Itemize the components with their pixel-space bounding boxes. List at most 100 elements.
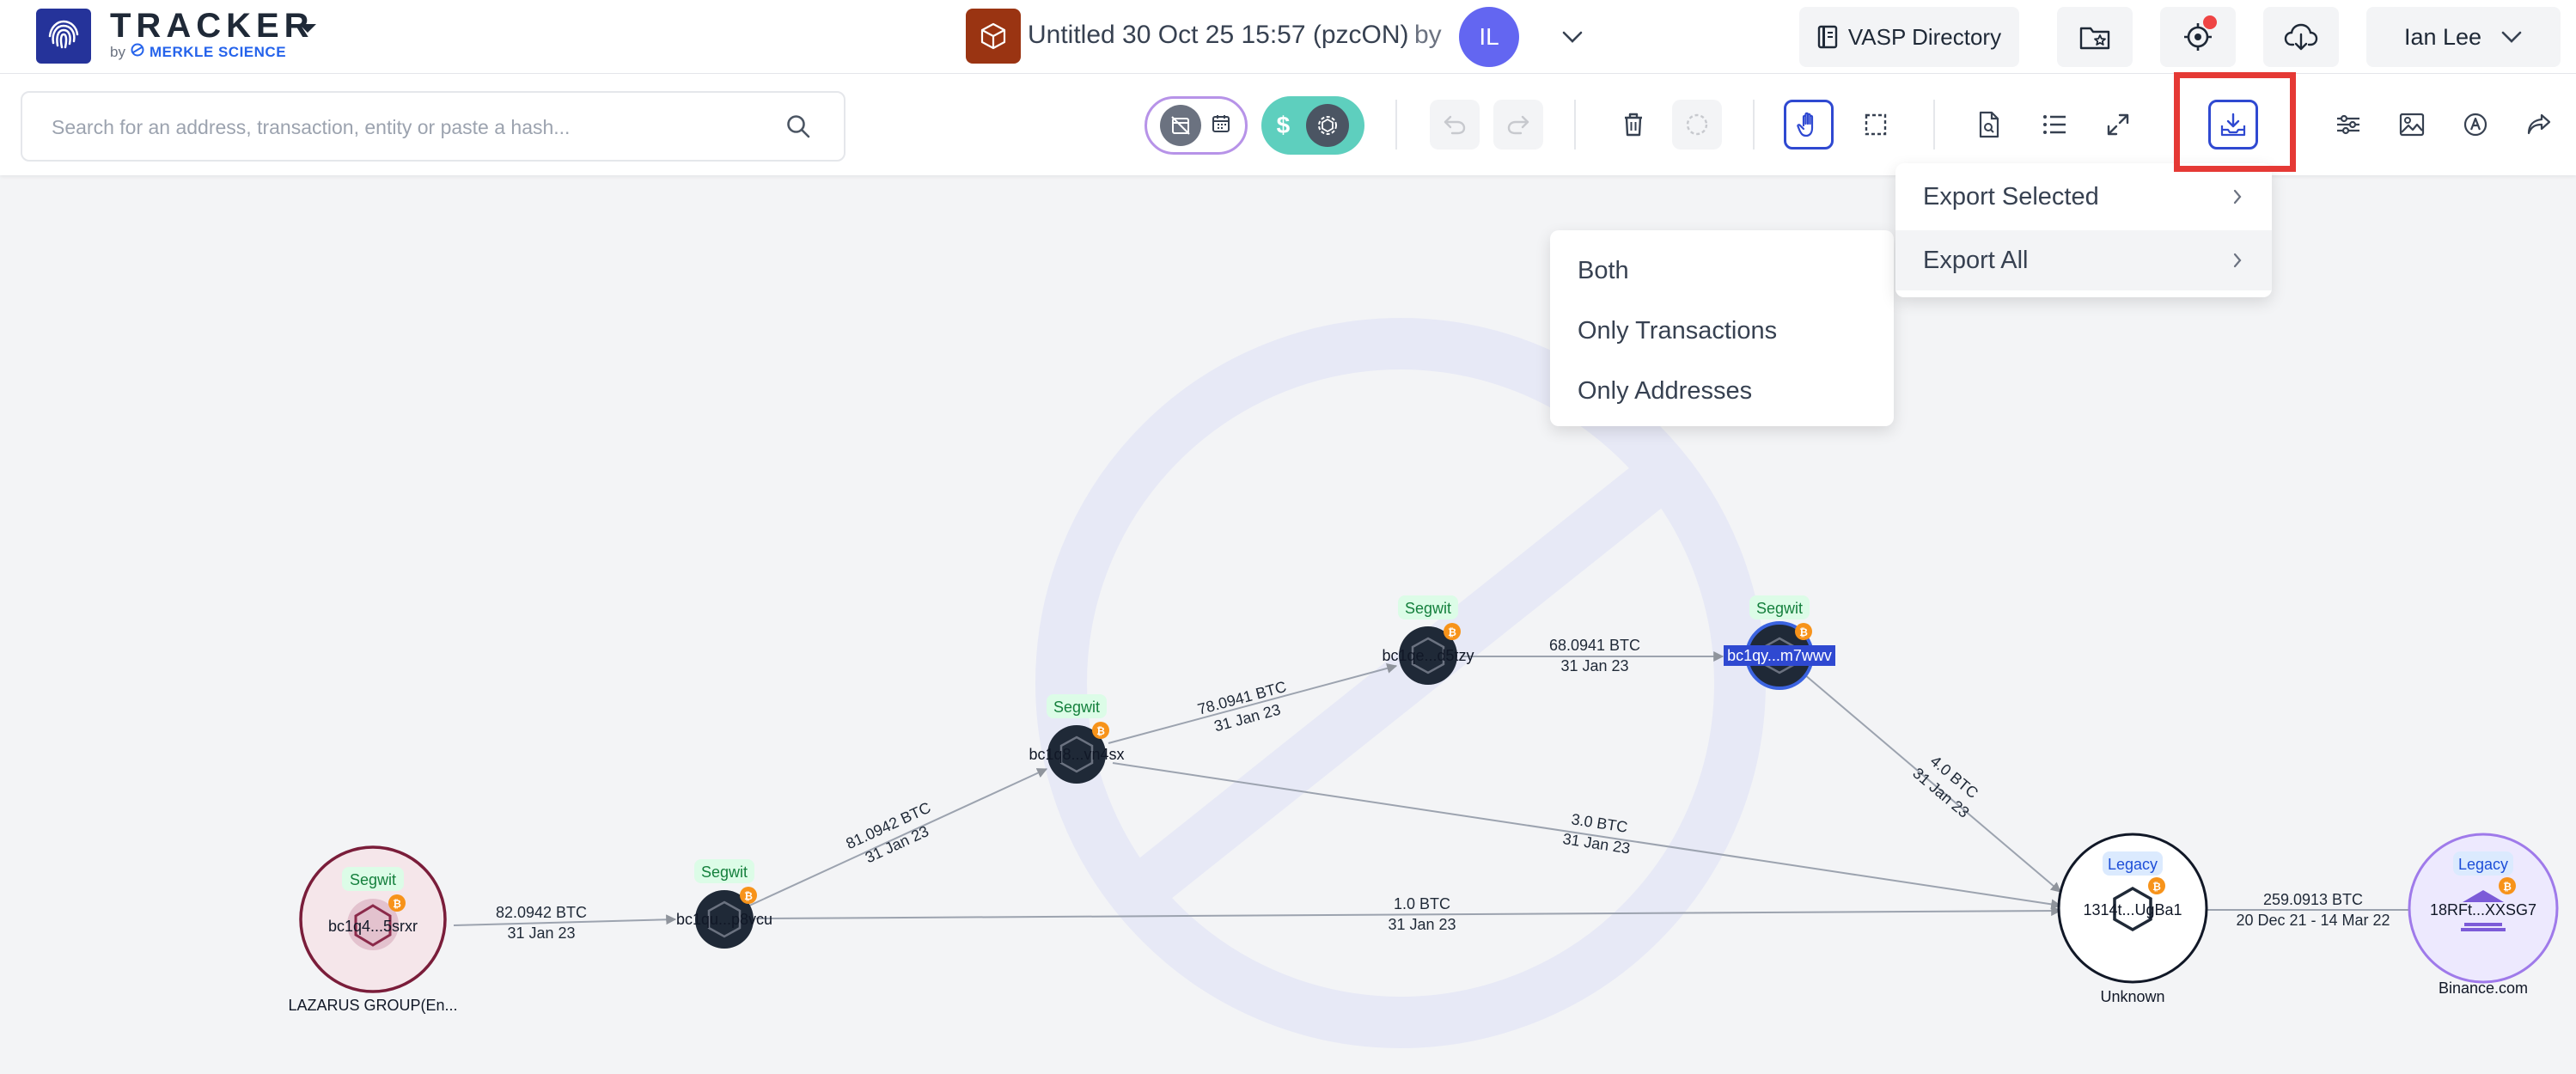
export-selected-option[interactable]: Export Selected bbox=[1895, 167, 2272, 227]
undo-button[interactable] bbox=[1430, 100, 1480, 150]
edge-n2-n3[interactable]: 81.0942 BTC 31 Jan 23 bbox=[747, 768, 1048, 907]
graph-canvas[interactable]: 82.0942 BTC 31 Jan 23 81.0942 BTC 31 Jan… bbox=[0, 175, 2576, 1074]
brand-dropdown-caret-icon[interactable] bbox=[297, 22, 318, 39]
delete-button[interactable] bbox=[1608, 100, 1658, 150]
graph-node-n7[interactable]: Legacy ₿ 18RFt...XXSG7 Binance.com bbox=[2408, 833, 2559, 997]
select-mode-button[interactable] bbox=[1851, 100, 1901, 150]
segwit-badge bbox=[1047, 694, 1107, 718]
fullscreen-button[interactable] bbox=[2093, 100, 2143, 150]
bitcoin-icon bbox=[388, 894, 406, 912]
user-name: Ian Lee bbox=[2403, 23, 2482, 50]
bitcoin-icon bbox=[2148, 877, 2165, 894]
pan-mode-button[interactable] bbox=[1784, 100, 1834, 150]
chevron-down-icon bbox=[1562, 31, 1583, 43]
chevron-down-icon bbox=[2501, 31, 2522, 43]
menu-item-label: Only Transactions bbox=[1578, 316, 1778, 345]
trash-icon bbox=[1625, 113, 1642, 137]
edge-date: 20 Dec 21 - 14 Mar 22 bbox=[2236, 912, 2390, 929]
svg-text:₿: ₿ bbox=[1799, 626, 1808, 638]
lasso-button[interactable] bbox=[1672, 100, 1722, 150]
folder-star-icon bbox=[2079, 27, 2110, 50]
calendar-off-icon bbox=[1160, 105, 1201, 146]
segwit-badge bbox=[1749, 595, 1810, 619]
graph-node-lazarus[interactable]: Segwit ₿ bc1q4...5srxr LAZARUS GROUP(En.… bbox=[288, 845, 458, 1014]
target-alert-icon bbox=[2184, 23, 2212, 51]
cloud-download-button[interactable] bbox=[2263, 7, 2339, 67]
export-both-option[interactable]: Both bbox=[1550, 242, 1894, 299]
search-icon[interactable] bbox=[785, 113, 811, 143]
brand-title: TRACKER bbox=[110, 7, 314, 45]
edge-amount: 1.0 BTC bbox=[1394, 895, 1450, 912]
menu-item-label: Export All bbox=[1923, 246, 2029, 274]
list-view-button[interactable] bbox=[2030, 100, 2079, 150]
svg-text:₿: ₿ bbox=[2152, 881, 2161, 893]
annotate-button[interactable] bbox=[2451, 100, 2500, 150]
export-only-transactions-option[interactable]: Only Transactions bbox=[1550, 302, 1894, 359]
case-by-text: by bbox=[1414, 21, 1442, 49]
image-export-button[interactable] bbox=[2387, 100, 2437, 150]
book-icon bbox=[1817, 25, 1838, 49]
export-button[interactable] bbox=[2208, 100, 2258, 150]
vasp-directory-button[interactable]: VASP Directory bbox=[1799, 7, 2019, 67]
node-tag: Legacy bbox=[2108, 856, 2158, 873]
node-tag: Segwit bbox=[701, 863, 748, 881]
menu-item-label: Both bbox=[1578, 256, 1629, 284]
search-input[interactable] bbox=[52, 112, 773, 143]
node-entity: Unknown bbox=[2100, 988, 2164, 1005]
report-button[interactable] bbox=[1964, 100, 2014, 150]
settings-sliders-button[interactable] bbox=[2323, 100, 2373, 150]
case-cube-icon[interactable] bbox=[966, 9, 1021, 64]
share-button[interactable] bbox=[2514, 100, 2564, 150]
chevron-right-icon bbox=[2233, 189, 2242, 204]
bitcoin-icon bbox=[740, 887, 757, 904]
redo-button[interactable] bbox=[1493, 100, 1543, 150]
graph-node-n5[interactable]: Segwit ₿ bc1qy...m7wwv bbox=[1724, 595, 1835, 690]
list-icon bbox=[2043, 115, 2066, 134]
alerts-button[interactable] bbox=[2160, 7, 2236, 67]
svg-text:₿: ₿ bbox=[1096, 725, 1105, 737]
collaborators-dropdown-button[interactable] bbox=[1535, 7, 1610, 67]
segwit-badge bbox=[1398, 595, 1458, 619]
edge-amount: 68.0941 BTC bbox=[1549, 637, 1640, 654]
merkle-watermark-icon bbox=[1035, 318, 1766, 1048]
undo-icon bbox=[1444, 115, 1466, 135]
graph-node-n3[interactable]: Segwit ₿ bc1q8...vn4sx bbox=[1029, 694, 1125, 784]
edge-n6-n7[interactable]: 259.0913 BTC 20 Dec 21 - 14 Mar 22 bbox=[2207, 891, 2432, 929]
toolbar-divider bbox=[1933, 100, 1935, 150]
graph-node-n4[interactable]: Segwit ₿ bc1qe...d5tzy bbox=[1382, 595, 1474, 685]
vasp-directory-label: VASP Directory bbox=[1847, 23, 2002, 50]
dashed-square-icon bbox=[1865, 113, 1887, 136]
brand-by-text: by bbox=[110, 43, 125, 60]
graph-node-n6[interactable]: Legacy ₿ 1314t...UgBa1 Unknown bbox=[2057, 833, 2208, 1005]
svg-text:₿: ₿ bbox=[2503, 881, 2512, 893]
token-gear-icon bbox=[1306, 104, 1350, 147]
case-title[interactable]: Untitled 30 Oct 25 15:57 (pzcON) bbox=[1028, 21, 1409, 49]
menu-item-label: Only Addresses bbox=[1578, 376, 1753, 405]
export-only-addresses-option[interactable]: Only Addresses bbox=[1550, 363, 1894, 419]
edge-lazarus-n2[interactable]: 82.0942 BTC 31 Jan 23 bbox=[453, 904, 677, 942]
merkle-logo-icon bbox=[131, 43, 144, 61]
pen-circle-icon bbox=[2463, 113, 2487, 137]
svg-text:₿: ₿ bbox=[393, 898, 401, 910]
toolbar-divider bbox=[1753, 100, 1755, 150]
edge-amount: 259.0913 BTC bbox=[2263, 891, 2363, 908]
date-filter-toggle[interactable] bbox=[1145, 96, 1248, 155]
case-owner-avatar[interactable]: IL bbox=[1459, 7, 1519, 67]
edge-n2-n6[interactable]: 1.0 BTC 31 Jan 23 bbox=[755, 895, 2062, 933]
fingerprint-logo-icon[interactable] bbox=[36, 9, 91, 64]
edge-date: 31 Jan 23 bbox=[507, 924, 575, 942]
hand-icon bbox=[1797, 112, 1814, 137]
saved-cases-button[interactable] bbox=[2057, 7, 2133, 67]
node-address: bc1q8...vn4sx bbox=[1029, 746, 1124, 763]
node-entity: LAZARUS GROUP(En... bbox=[288, 997, 457, 1014]
edge-n4-n5[interactable]: 68.0941 BTC 31 Jan 23 bbox=[1461, 637, 1724, 674]
edge-n5-n6[interactable]: 4.0 BTC 31 Jan 23 bbox=[1804, 674, 2061, 893]
selection-highlight bbox=[1724, 645, 1835, 666]
node-tag: Segwit bbox=[1405, 600, 1451, 617]
node-address: 1314t...UgBa1 bbox=[2083, 901, 2182, 918]
value-display-toggle[interactable]: $ bbox=[1261, 96, 1364, 155]
export-all-option[interactable]: Export All bbox=[1895, 230, 2272, 290]
user-menu-button[interactable]: Ian Lee bbox=[2366, 7, 2561, 67]
svg-text:₿: ₿ bbox=[1448, 626, 1456, 638]
graph-node-n2[interactable]: Segwit ₿ bc1qu...p8vcu bbox=[676, 859, 772, 949]
